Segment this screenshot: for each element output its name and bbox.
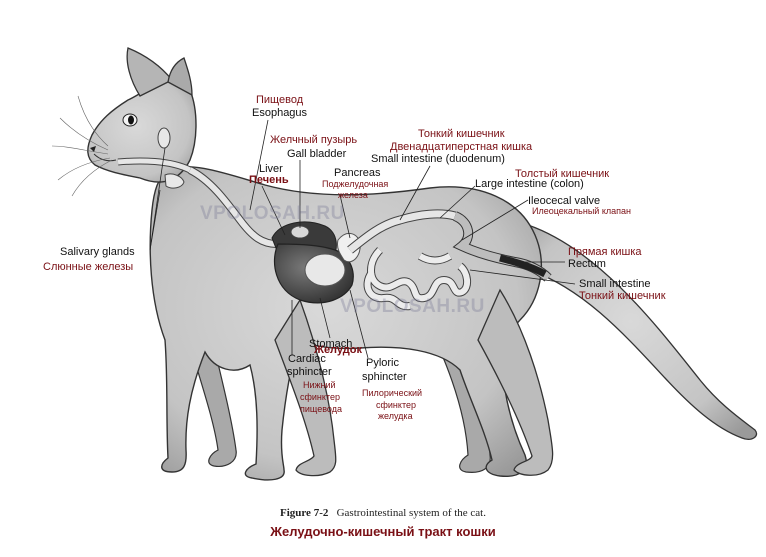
cat-front-leg-far xyxy=(189,328,237,467)
label-duodenum-en: Small intestine (duodenum) xyxy=(371,153,505,165)
label-pyloric-ru-1: Пилорический xyxy=(362,388,423,398)
rectum xyxy=(499,254,547,278)
figure-number: Figure 7-2 xyxy=(279,507,329,519)
label-pyloric-en-2: sphincter xyxy=(362,371,407,383)
figure-caption: Figure 7-2 Gastrointestinal system of th… xyxy=(0,507,766,519)
label-large-intestine-en: Large intestine (colon) xyxy=(475,178,584,190)
salivary-gland-mandibular xyxy=(164,173,185,189)
label-cardiac-ru-2: сфинктер xyxy=(300,392,340,402)
label-small-intestine2-en: Small intestine xyxy=(579,278,651,290)
label-rectum-ru: Прямая кишка xyxy=(568,246,642,258)
label-salivary-en: Salivary glands xyxy=(60,246,135,258)
watermark-2: VPOLOSAH.RU xyxy=(340,296,485,317)
label-esophagus-en: Esophagus xyxy=(252,107,308,119)
label-ileocecal-en: Ileocecal valve xyxy=(528,195,601,207)
label-gallbladder-ru: Желчный пузырь xyxy=(270,134,358,146)
cat-ear-right xyxy=(167,57,193,97)
watermark-1: VPOLOSAH.RU xyxy=(200,203,345,224)
label-cardiac-ru-3: пищевода xyxy=(300,404,342,414)
label-rectum-en: Rectum xyxy=(568,258,606,270)
label-cardiac-ru-1: Нижний xyxy=(303,380,336,390)
cat-front-leg-near xyxy=(274,298,337,477)
figure-caption-text: Gastrointestinal system of the cat. xyxy=(336,507,486,519)
label-gallbladder-en: Gall bladder xyxy=(287,148,347,160)
label-pancreas-en: Pancreas xyxy=(334,167,381,179)
cat-whiskers xyxy=(51,95,113,197)
label-salivary-ru: Слюнные железы xyxy=(43,261,134,273)
label-cardiac-en-1: Cardiac xyxy=(288,353,326,365)
label-small-intestine-ru: Тонкий кишечник xyxy=(418,128,505,140)
label-small-intestine2-ru: Тонкий кишечник xyxy=(579,290,666,302)
label-esophagus-ru: Пищевод xyxy=(256,94,304,106)
label-cardiac-en-2: sphincter xyxy=(287,366,332,378)
label-liver-ru: Печень xyxy=(249,174,289,186)
label-pancreas-ru-1: Поджелудочная xyxy=(322,179,389,189)
label-pancreas-ru-2: железа xyxy=(338,190,368,200)
label-duodenum-ru: Двенадцатиперстная кишка xyxy=(390,141,533,153)
label-ileocecal-ru: Илеоцекальный клапан xyxy=(532,206,631,216)
label-large-intestine-ru: Толстый кишечник xyxy=(515,168,610,180)
leader-lines xyxy=(149,119,576,359)
label-pyloric-ru-3: желудка xyxy=(378,411,413,421)
label-pyloric-ru-2: сфинктер xyxy=(376,400,416,410)
label-stomach-ru: Желудок xyxy=(314,344,362,356)
label-stomach-en: Stomach xyxy=(309,338,353,350)
cat-head xyxy=(87,79,197,183)
label-pyloric-en-1: Pyloric xyxy=(366,357,400,369)
salivary-gland-parotid xyxy=(157,127,171,149)
cat-tail xyxy=(527,224,758,440)
figure-caption-ru: Желудочно-кишечный тракт кошки xyxy=(270,524,496,539)
cat-ear-left xyxy=(126,47,174,97)
cat-hind-leg-near xyxy=(477,288,554,476)
label-liver-en: Liver xyxy=(259,163,283,175)
